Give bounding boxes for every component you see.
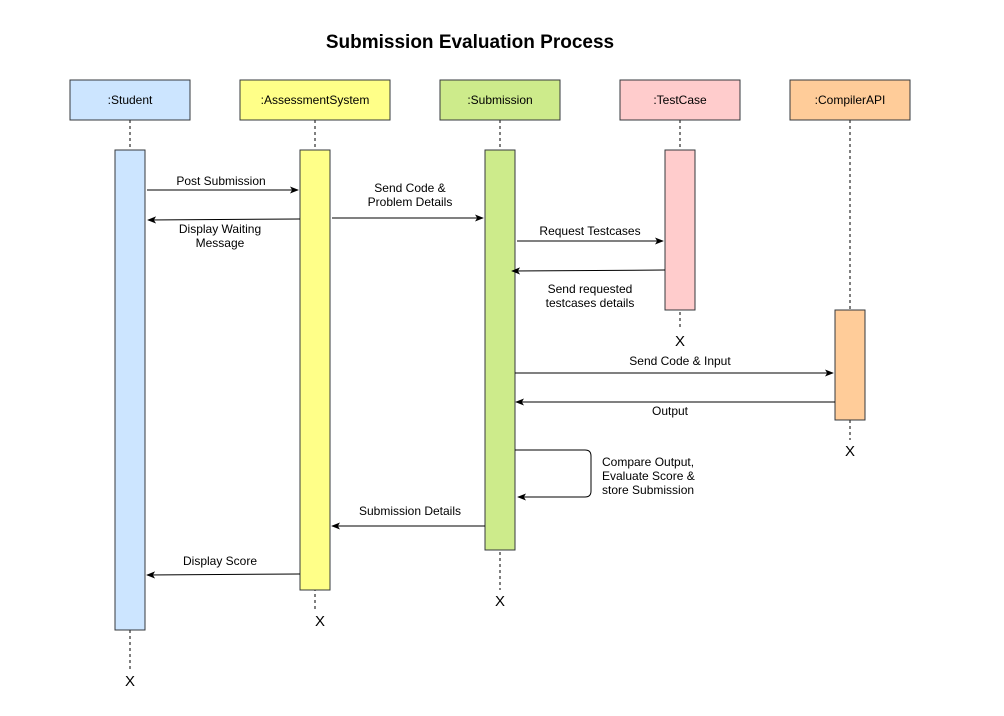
message-label-display-waiting-line1: Display Waiting [179, 222, 261, 236]
participant-student[interactable]: :Student [69, 79, 191, 121]
activation-submission[interactable] [484, 149, 516, 551]
destroy-mark-student: X [125, 673, 135, 690]
message-label-submission-details: Submission Details [359, 504, 461, 518]
participant-label-compiler: :CompilerAPI [815, 93, 886, 107]
message-arrow-display-waiting[interactable] [147, 216, 301, 224]
activation-student[interactable] [114, 149, 146, 631]
message-label-post-submission: Post Submission [176, 174, 265, 188]
participant-label-submission: :Submission [467, 93, 532, 107]
activation-compiler[interactable] [834, 309, 866, 421]
participant-box-student[interactable] [69, 79, 191, 121]
destroy-mark-compiler: X [845, 443, 855, 460]
message-label-send-testcases-line1: Send requested [548, 282, 633, 296]
participant-box-assessment[interactable] [239, 79, 391, 121]
message-label-compare-output-line1: Compare Output, [602, 455, 694, 469]
participant-label-testcase: :TestCase [653, 93, 707, 107]
activation-testcase[interactable] [664, 149, 696, 311]
message-arrow-send-testcases[interactable] [511, 267, 666, 275]
destroy-mark-assessment: X [315, 613, 325, 630]
message-arrow-compare-output[interactable] [515, 449, 592, 501]
participant-compiler[interactable]: :CompilerAPI [789, 79, 911, 121]
participant-submission[interactable]: :Submission [439, 79, 561, 121]
message-label-request-testcases: Request Testcases [539, 224, 640, 238]
message-label-output: Output [652, 404, 689, 418]
message-label-display-score: Display Score [183, 554, 257, 568]
activation-assessment[interactable] [299, 149, 331, 591]
diagram-title: Submission Evaluation Process [326, 32, 614, 53]
participant-box-submission[interactable] [439, 79, 561, 121]
participant-box-testcase[interactable] [619, 79, 741, 121]
message-label-compare-output-line2: Evaluate Score & [602, 469, 695, 483]
message-label-send-testcases-line2: testcases details [546, 296, 635, 310]
message-label-display-waiting-line2: Message [196, 236, 245, 250]
participant-label-assessment: :AssessmentSystem [261, 93, 370, 107]
participant-label-student: :Student [108, 93, 153, 107]
message-arrow-display-score[interactable] [146, 571, 301, 579]
message-label-send-code-input: Send Code & Input [629, 354, 731, 368]
message-label-compare-output-line3: store Submission [602, 483, 694, 497]
message-label-send-code-problem-line1: Send Code & [374, 181, 445, 195]
participant-assessment[interactable]: :AssessmentSystem [239, 79, 391, 121]
destroy-mark-submission: X [495, 593, 505, 610]
message-label-send-code-problem-line2: Problem Details [368, 195, 453, 209]
participant-testcase[interactable]: :TestCase [619, 79, 741, 121]
destroy-mark-testcase: X [675, 333, 685, 350]
participant-box-compiler[interactable] [789, 79, 911, 121]
